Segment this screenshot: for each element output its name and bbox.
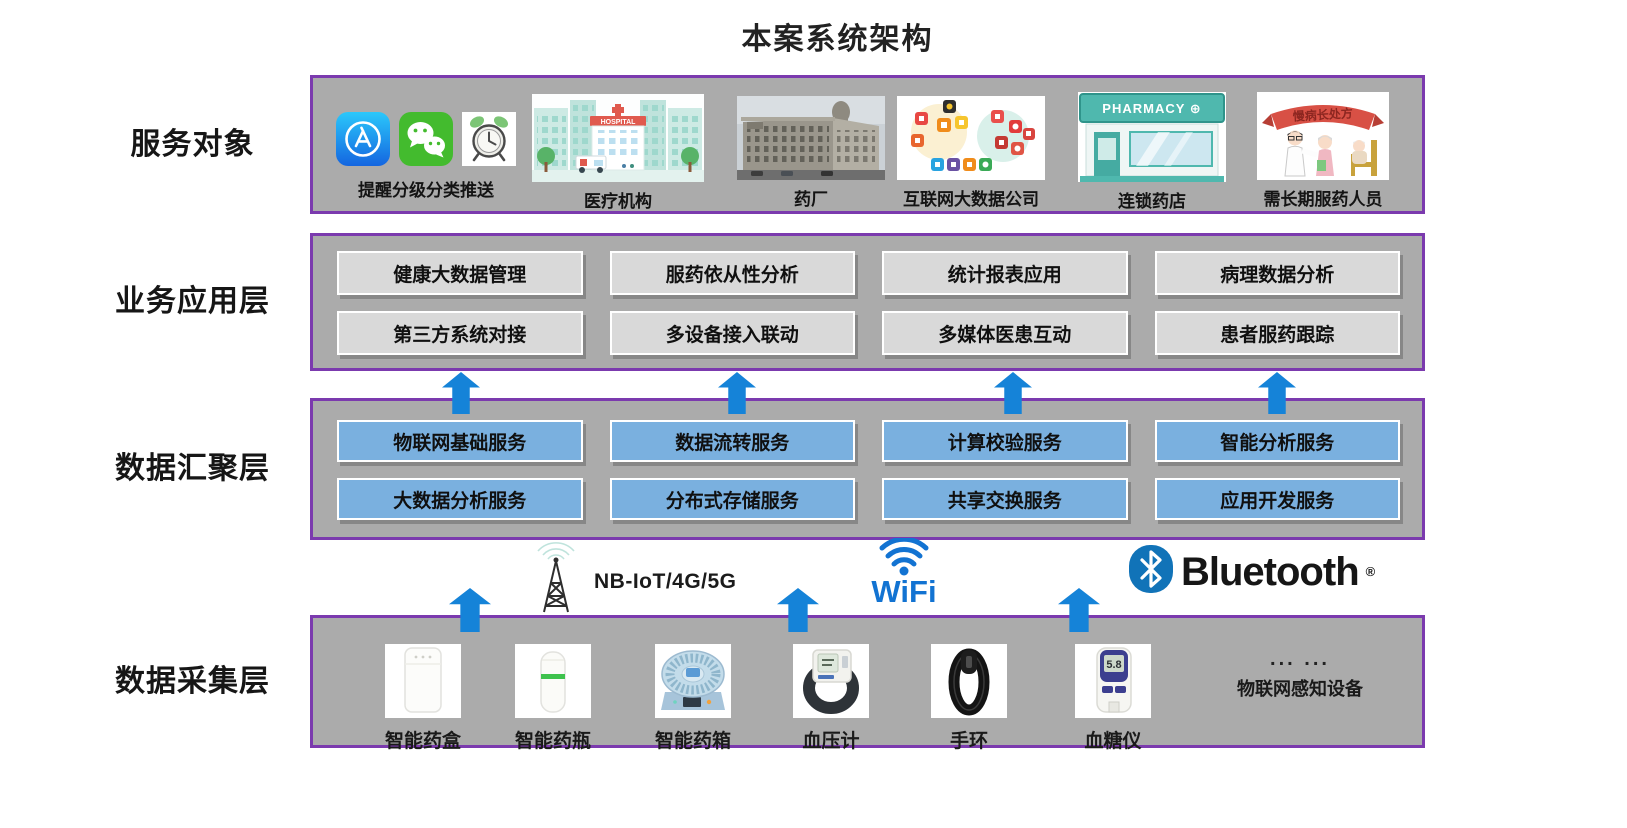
aggregation-box-dataflow: 数据流转服务 [609, 420, 855, 462]
pharmacy-store-image: PHARMACY ⊕ [1078, 92, 1226, 182]
aggregation-box-smart-analysis: 智能分析服务 [1154, 420, 1400, 462]
wechat-icon [399, 112, 453, 171]
device-caption-glucometer: 血糖仪 [1084, 731, 1142, 752]
device-caption-bp-monitor: 血压计 [802, 731, 860, 752]
hospital-image: HOSPITAL [532, 94, 704, 182]
blood-pressure-monitor-image [793, 644, 869, 718]
ellipsis-dots: ... ... [1270, 648, 1330, 670]
longterm-patients-image: 慢病长处方 [1257, 92, 1389, 180]
device-pillbottle: 智能药瓶 [515, 644, 591, 753]
alarm-clock-icon [462, 112, 516, 171]
device-caption-wristband: 手环 [949, 731, 988, 752]
device-caption-pillbottle: 智能药瓶 [515, 731, 592, 752]
service-caption-hospital: 医疗机构 [584, 192, 652, 211]
service-item-push: 提醒分级分类推送 [326, 112, 526, 201]
device-caption-medcabinet: 智能药箱 [655, 731, 732, 752]
service-item-internet: 互联网大数据公司 [897, 96, 1045, 210]
business-layer-box: 健康大数据管理 服药依从性分析 统计报表应用 病理数据分析 第三方系统对接 多设… [310, 233, 1425, 371]
glucometer-image: 5.8 [1075, 644, 1151, 718]
service-caption-push: 提醒分级分类推送 [358, 181, 494, 200]
glucose-reading-text: 5.8 [1106, 659, 1121, 671]
smart-pillbox-image [385, 644, 461, 718]
bluetooth-reg-mark: ® [1365, 563, 1376, 579]
business-box-thirdparty: 第三方系统对接 [337, 311, 583, 355]
aggregation-box-distributed-storage: 分布式存储服务 [609, 478, 855, 520]
business-box-multidevice: 多设备接入联动 [609, 311, 855, 355]
bluetooth-logo: Bluetooth ® [1128, 544, 1375, 599]
service-caption-factory: 药厂 [794, 190, 828, 209]
aggregation-box-iot-base: 物联网基础服务 [337, 420, 583, 462]
service-caption-longterm: 需长期服药人员 [1263, 190, 1383, 209]
device-caption-pillbox: 智能药盒 [385, 731, 462, 752]
layer-label-business: 业务应用层 [115, 285, 270, 318]
bluetooth-word: Bluetooth [1181, 549, 1360, 594]
aggregation-box-share-exchange: 共享交换服务 [882, 478, 1128, 520]
wifi-logo: WiFi [852, 536, 957, 615]
wifi-word: WiFi [871, 574, 936, 609]
internet-apps-image [897, 96, 1045, 180]
layer-label-aggregation: 数据汇聚层 [115, 452, 270, 485]
business-box-reports: 统计报表应用 [882, 251, 1128, 295]
layer-label-service: 服务对象 [130, 128, 255, 161]
nbiot-label: NB-IoT/4G/5G [594, 570, 737, 593]
layer-label-collection: 数据采集层 [115, 665, 270, 698]
device-glucometer: 5.8 血糖仪 [1075, 644, 1151, 753]
business-box-health-bigdata: 健康大数据管理 [337, 251, 583, 295]
wristband-image [931, 644, 1007, 718]
aggregation-layer-box: 物联网基础服务 数据流转服务 计算校验服务 智能分析服务 大数据分析服务 分布式… [310, 398, 1425, 540]
collection-layer-box [310, 615, 1425, 748]
device-pillbox: 智能药盒 [385, 644, 461, 753]
more-devices: ... ... 物联网感知设备 [1190, 648, 1410, 701]
smart-pillbottle-image [515, 644, 591, 718]
business-box-multimedia: 多媒体医患互动 [882, 311, 1128, 355]
service-caption-pharmacy: 连锁药店 [1118, 192, 1186, 211]
business-box-tracking: 患者服药跟踪 [1154, 311, 1400, 355]
factory-building-image [737, 96, 885, 180]
aggregation-box-app-dev: 应用开发服务 [1154, 478, 1400, 520]
service-item-hospital: HOSPITAL 医疗机构 [532, 94, 704, 212]
device-bp-monitor: 血压计 [793, 644, 869, 753]
bluetooth-icon [1128, 544, 1174, 599]
diagram-title: 本案系统架构 [741, 23, 934, 56]
aggregation-box-bigdata-analysis: 大数据分析服务 [337, 478, 583, 520]
appstore-icon [336, 112, 390, 171]
device-medcabinet: 智能药箱 [655, 644, 731, 753]
pharmacy-sign-text: PHARMACY ⊕ [1102, 101, 1201, 116]
smart-medcabinet-image [655, 644, 731, 718]
iot-devices-label: 物联网感知设备 [1237, 679, 1363, 699]
business-box-pathology: 病理数据分析 [1154, 251, 1400, 295]
hospital-sign-text: HOSPITAL [601, 119, 637, 126]
radio-tower-icon [525, 542, 587, 619]
business-box-adherence: 服药依从性分析 [609, 251, 855, 295]
device-wristband: 手环 [931, 644, 1007, 753]
aggregation-box-compute-verify: 计算校验服务 [882, 420, 1128, 462]
service-item-longterm: 慢病长处方 需长期服药人员 [1257, 92, 1389, 210]
service-caption-internet: 互联网大数据公司 [903, 190, 1039, 209]
service-item-factory: 药厂 [737, 96, 885, 210]
banner-text: 慢病长处方 [1292, 105, 1353, 123]
service-item-pharmacy: PHARMACY ⊕ 连锁药店 [1078, 92, 1226, 212]
